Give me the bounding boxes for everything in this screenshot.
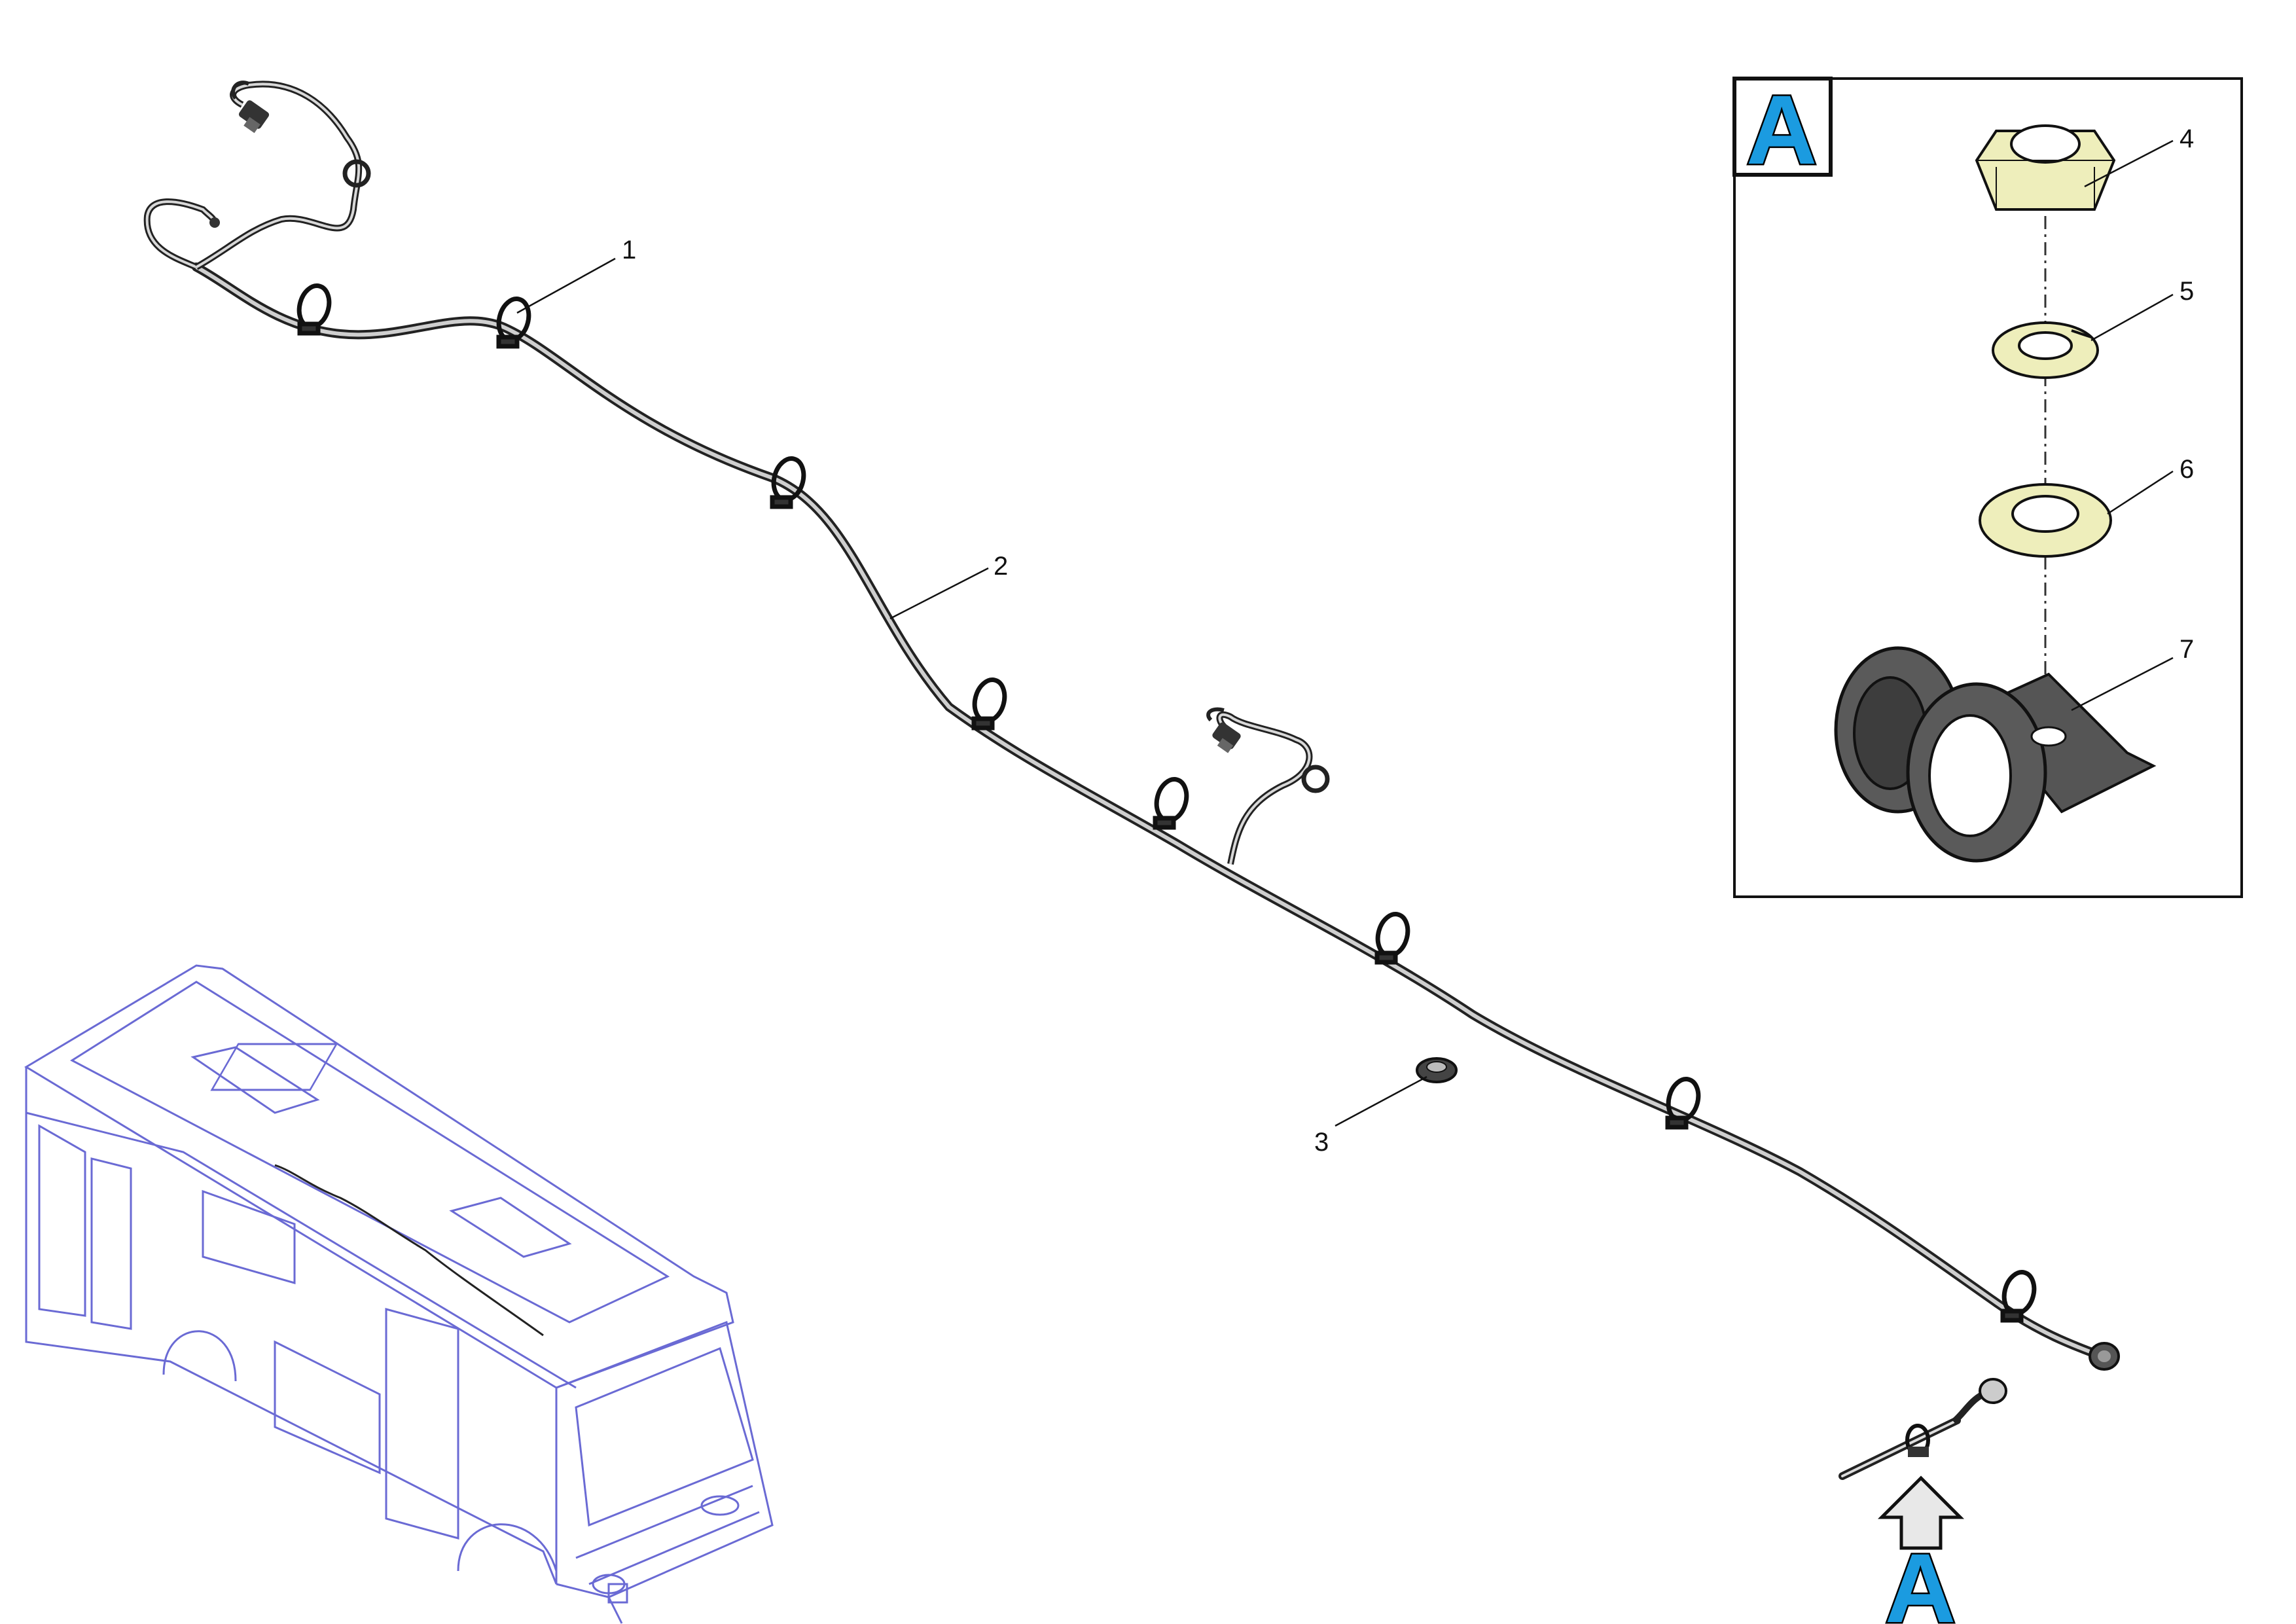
detail-view-a: A	[1732, 73, 2243, 898]
terminal-icon	[209, 217, 220, 228]
p-clip-icon	[1153, 777, 1189, 830]
callout-6: 6	[2107, 455, 2194, 515]
p-clip-icon	[1665, 1077, 1701, 1130]
view-arrow-icon	[1877, 1475, 1965, 1550]
svg-text:5: 5	[2179, 277, 2194, 306]
callout-4: 4	[2084, 124, 2194, 188]
svg-text:2: 2	[994, 552, 1008, 581]
svg-text:6: 6	[2179, 455, 2194, 484]
svg-text:A: A	[1885, 1533, 1956, 1624]
cable-clamp-icon	[1834, 646, 2157, 863]
wire-harness	[143, 81, 2120, 1371]
p-clip-icon	[296, 283, 332, 336]
harness-clips	[296, 283, 2037, 1323]
p-clip-icon	[1374, 912, 1410, 965]
svg-text:4: 4	[2179, 124, 2194, 153]
p-clip-icon	[770, 456, 806, 509]
svg-text:7: 7	[2179, 635, 2194, 664]
svg-text:A: A	[1746, 75, 1817, 185]
connector-icon	[231, 81, 270, 134]
callout-1: 1	[516, 236, 636, 314]
p-clip-icon	[2000, 1270, 2037, 1323]
callout-3: 3	[1314, 1075, 1427, 1157]
loop-clip-icon	[342, 159, 371, 188]
end-connector-icon	[2089, 1342, 2120, 1371]
svg-text:3: 3	[1314, 1128, 1329, 1157]
view-direction-a: A	[1839, 1378, 2007, 1624]
loop-clip-icon	[1301, 765, 1330, 793]
svg-text:1: 1	[622, 236, 636, 264]
p-clip-icon	[496, 297, 531, 349]
clip-on-rod-icon	[1839, 1378, 2007, 1480]
callout-2: 2	[889, 552, 1008, 620]
flat-washer-icon	[1979, 483, 2112, 558]
detail-label-box: A	[1732, 73, 1833, 187]
callout-5: 5	[2090, 277, 2194, 342]
lock-washer-icon	[1992, 321, 2099, 379]
hex-nut-icon	[1975, 124, 2116, 211]
grommet-icon	[1416, 1057, 1458, 1083]
connector-icon	[1206, 707, 1241, 753]
callout-7: 7	[2071, 635, 2194, 712]
p-clip-icon	[971, 677, 1007, 731]
bus-locator-view	[24, 964, 774, 1624]
